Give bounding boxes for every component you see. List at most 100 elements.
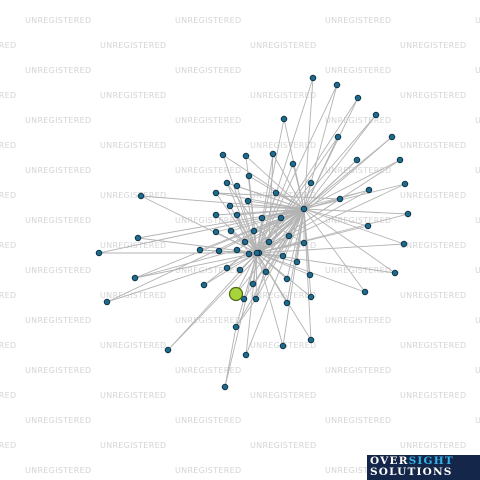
watermark-text: UNREGISTERED: [25, 116, 91, 125]
watermark-text: UNREGISTERED: [400, 241, 466, 250]
logo-line-2: SOLUTIONS: [370, 466, 453, 478]
graph-edge: [235, 252, 258, 295]
graph-node: [388, 133, 396, 141]
graph-edge: [303, 208, 396, 274]
graph-node: [227, 227, 235, 235]
graph-edge: [235, 252, 258, 328]
graph-node: [277, 214, 285, 222]
graph-edge: [256, 217, 263, 254]
graph-node: [280, 115, 288, 123]
graph-edge: [253, 230, 258, 254]
watermark-text: UNREGISTERED: [475, 216, 480, 225]
graph-node: [245, 172, 253, 180]
graph-edge: [303, 208, 409, 215]
watermark-text: UNREGISTERED: [100, 341, 166, 350]
watermark-text: UNREGISTERED: [325, 416, 391, 425]
watermark-text: UNREGISTERED: [400, 441, 466, 450]
watermark-text: UNREGISTERED: [0, 141, 16, 150]
graph-edge: [255, 208, 305, 300]
watermark-text: UNREGISTERED: [400, 141, 466, 150]
graph-node: [353, 156, 361, 164]
graph-node: [221, 383, 229, 391]
graph-node: [245, 250, 253, 258]
watermark-text: UNREGISTERED: [250, 441, 316, 450]
graph-node: [242, 152, 250, 160]
graph-node: [240, 295, 248, 303]
graph-node: [249, 280, 257, 288]
graph-node: [244, 197, 252, 205]
graph-node: [262, 268, 270, 276]
graph-node: [269, 150, 277, 158]
graph-node: [212, 211, 220, 219]
watermark-text: UNREGISTERED: [325, 66, 391, 75]
watermark-text: UNREGISTERED: [25, 366, 91, 375]
watermark-text: UNREGISTERED: [100, 191, 166, 200]
oversight-solutions-logo: OVERSIGHT SOLUTIONS: [367, 455, 480, 480]
watermark-text: UNREGISTERED: [175, 16, 241, 25]
graph-edge: [256, 84, 338, 254]
graph-edge: [134, 249, 238, 279]
watermark-text: UNREGISTERED: [325, 166, 391, 175]
graph-edge: [256, 252, 298, 263]
graph-edge: [256, 136, 393, 254]
watermark-text: UNREGISTERED: [0, 241, 16, 250]
graph-node: [361, 288, 369, 296]
watermark-text: UNREGISTERED: [0, 41, 16, 50]
watermark-text: UNREGISTERED: [0, 291, 16, 300]
watermark-text: UNREGISTERED: [400, 41, 466, 50]
graph-node: [354, 94, 362, 102]
watermark-text: UNREGISTERED: [475, 116, 480, 125]
graph-node: [364, 222, 372, 230]
graph-edge: [215, 192, 258, 254]
watermark-text: UNREGISTERED: [0, 91, 16, 100]
watermark-text: UNREGISTERED: [475, 316, 480, 325]
watermark-text: UNREGISTERED: [250, 41, 316, 50]
graph-edge: [167, 208, 305, 351]
graph-node: [223, 179, 231, 187]
graph-node: [252, 295, 260, 303]
graph-node: [219, 151, 227, 159]
graph-edge: [235, 298, 257, 328]
graph-edge: [303, 136, 393, 210]
graph-edge: [256, 114, 377, 254]
graph-edge: [218, 208, 305, 252]
watermark-text: UNREGISTERED: [25, 16, 91, 25]
graph-edge: [256, 118, 285, 254]
edge-layer: [98, 77, 409, 388]
graph-node: [372, 111, 380, 119]
watermark-text: UNREGISTERED: [325, 316, 391, 325]
graph-node: [300, 205, 308, 213]
watermark-text: UNREGISTERED: [325, 216, 391, 225]
graph-edge: [245, 252, 258, 356]
graph-node: [212, 189, 220, 197]
graph-edge: [255, 217, 282, 300]
graph-node: [365, 186, 373, 194]
graph-node: [300, 239, 308, 247]
graph-edge: [235, 208, 305, 328]
graph-edge: [134, 208, 305, 279]
graph-edge: [256, 242, 305, 254]
watermark-text: UNREGISTERED: [25, 166, 91, 175]
graph-node: [309, 74, 317, 82]
graph-node: [400, 240, 408, 248]
graph-node: [212, 228, 220, 236]
graph-node: [285, 232, 293, 240]
graph-edge: [203, 208, 305, 286]
graph-node: [103, 298, 111, 306]
watermark-text: UNREGISTERED: [400, 291, 466, 300]
graph-edge: [303, 182, 312, 210]
watermark-text: UNREGISTERED: [250, 141, 316, 150]
watermark-text: UNREGISTERED: [325, 466, 391, 475]
graph-node: [223, 264, 231, 272]
watermark-text: UNREGISTERED: [475, 166, 480, 175]
graph-node: [265, 238, 273, 246]
graph-node: [307, 179, 315, 187]
watermark-text: UNREGISTERED: [175, 66, 241, 75]
graph-node: [391, 269, 399, 277]
watermark-text: UNREGISTERED: [25, 466, 91, 475]
graph-edge: [303, 114, 377, 210]
graph-edge: [303, 208, 366, 293]
graph-node: [307, 336, 315, 344]
graph-edge: [303, 159, 401, 210]
